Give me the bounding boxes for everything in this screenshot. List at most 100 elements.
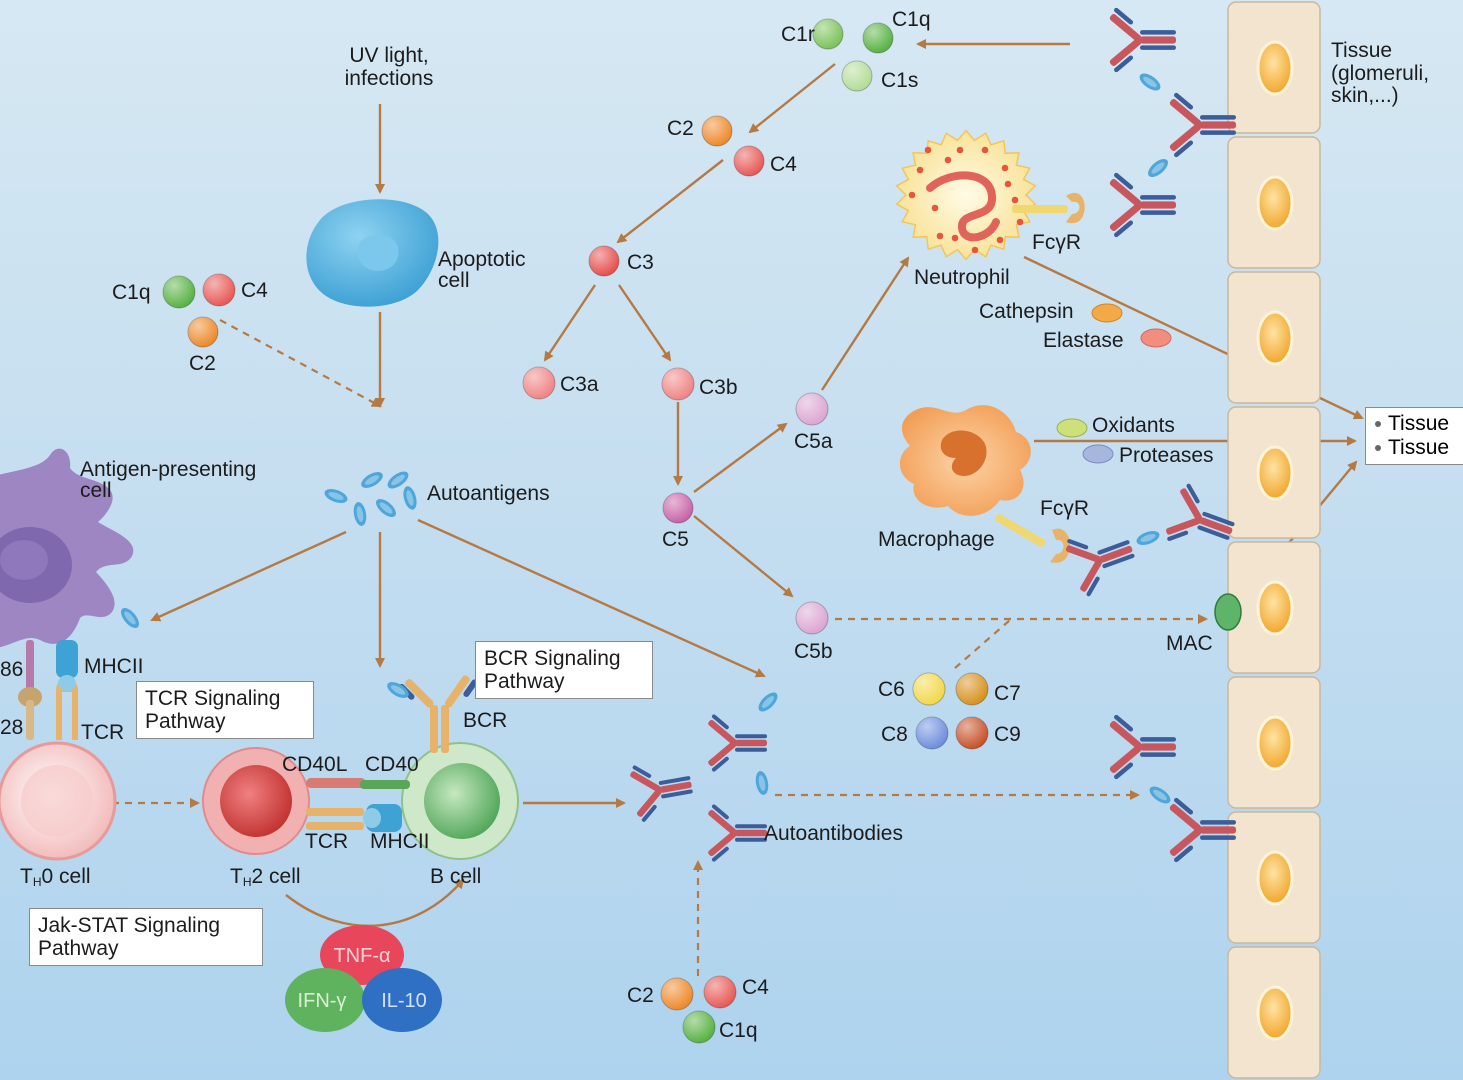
complement-c4-left-label: C4 [241,279,268,302]
complement-highlight [956,717,988,749]
mhc2-apc-label: MHCII [84,655,144,678]
il10-label: IL-10 [381,990,427,1012]
complement-highlight [734,146,764,176]
complement-highlight [163,276,195,308]
tnf-alpha-blob [320,925,404,985]
ifn-gamma-blob [285,968,365,1032]
macrophage-fcgr [995,514,1071,563]
tissue-cell-nucleus [1256,850,1294,906]
proteases-granule [1082,444,1114,464]
apoptotic-nucleus [357,234,399,271]
complement-c2-bottom-label: C2 [627,984,654,1007]
th0-cell-label: TH0 cell [20,865,91,889]
apc-receptors [18,640,78,740]
cathepsin-label: Cathepsin [979,300,1074,323]
th2-cell-label: TH2 cell [230,865,301,889]
complement-highlight [704,976,736,1008]
complement-c5a-label: C5a [794,430,833,453]
complement-highlight [663,493,693,523]
ifn-gamma-label: IFN-γ [298,990,347,1012]
neutrophil [895,129,1037,261]
neutrophil-granule [908,191,916,199]
autoantigens-label: Autoantigens [427,482,550,505]
fcgr-macrophage-label: FcγR [1040,497,1089,520]
mac-label: MAC [1166,632,1213,655]
autoantigens-cluster [322,468,419,527]
autoantibodies-cluster [626,689,781,863]
tissue-damage-box[interactable]: Tissue Tissue [1365,407,1463,465]
complement-highlight [683,1011,715,1043]
tnf-alpha-label: TNF-α [333,945,390,967]
complement-c8-label: C8 [881,723,908,746]
complement-c2-top-label: C2 [667,117,694,140]
cytokine-cluster: TNF-α IFN-γ IL-10 [285,925,442,1032]
mhc2-b-label: MHCII [370,830,430,853]
tissue-cell-nucleus [1256,715,1294,771]
complement-highlight [523,367,555,399]
neutrophil-granule [1004,180,1012,188]
neutrophil-granule [1011,196,1019,204]
tissue-cell-nucleus [1256,310,1294,366]
neutrophil-granule [944,156,952,164]
apc-label: Antigen-presenting cell [80,458,257,503]
complement-c3a-label: C3a [560,373,599,396]
macrophage-label: Macrophage [878,528,995,551]
complement-highlight [796,602,828,634]
cathepsin-granule [1091,303,1123,323]
tissue-label: Tissue (glomeruli, skin,...) [1331,39,1430,108]
complement-highlight [813,19,843,49]
neutrophil-granule [1016,218,1024,226]
neutrophil-fcgr [1012,192,1085,224]
complement-highlight [796,393,828,425]
cd40l-label: CD40L [282,753,348,776]
oxidants-granule [1056,418,1088,438]
proteases-label: Proteases [1119,444,1214,467]
neutrophil-granule [996,236,1004,244]
tcr-apc-label: TCR [81,721,125,744]
antigen-presenting-cell [0,448,134,648]
complement-highlight [188,317,218,347]
complement-c3b-label: C3b [699,376,738,399]
complement-c9-label: C9 [994,723,1021,746]
tissue-column [1227,1,1321,1079]
tissue-outcome-1: Tissue [1372,412,1463,436]
complement-c5-label: C5 [662,528,689,551]
complement-c6-label: C6 [878,678,905,701]
neutrophil-label: Neutrophil [914,266,1010,289]
neutrophil-granule [931,204,939,212]
neutrophil-granule [956,146,964,154]
complement-highlight [956,673,988,705]
complement-c1q-left-label: C1q [112,281,151,304]
neutrophil-granule [951,234,959,242]
cd86-label: 86 [0,658,24,681]
bcr-label: BCR [463,709,508,732]
complement-c4-bottom-label: C4 [742,976,769,999]
complement-highlight [589,246,619,276]
neutrophil-granule [1001,164,1009,172]
tissue-cell-nucleus [1256,445,1294,501]
complement-c4-top-label: C4 [770,153,797,176]
complement-c2-left-label: C2 [189,352,216,375]
tcr-pathway-box[interactable]: TCR Signaling Pathway [136,681,314,740]
neutrophil-granule [916,166,924,174]
tissue-cell-nucleus [1256,40,1294,96]
tissue-outcome-2: Tissue [1372,436,1463,460]
complement-c1q-bottom-label: C1q [719,1019,758,1042]
complement-c1s-label: C1s [881,69,918,92]
cd28-label: 28 [0,716,24,739]
tcr-b-label: TCR [305,830,349,853]
stimulus-label: UV light, infections [344,44,434,90]
il10-blob [362,968,442,1032]
bcr-pathway-box[interactable]: BCR Signaling Pathway [475,641,653,700]
complement-highlight [863,23,893,53]
complement-c1q-top-label: C1q [892,8,931,31]
complement-highlight [661,978,693,1010]
complement-c5b-label: C5b [794,640,833,663]
complement-c3-label: C3 [627,251,654,274]
jakstat-pathway-box[interactable]: Jak-STAT Signaling Pathway [29,908,263,967]
complement-highlight [913,673,945,705]
tissue-cell-nucleus [1256,175,1294,231]
dashed-arrows [112,319,1208,976]
neutrophil-granule [971,246,979,254]
